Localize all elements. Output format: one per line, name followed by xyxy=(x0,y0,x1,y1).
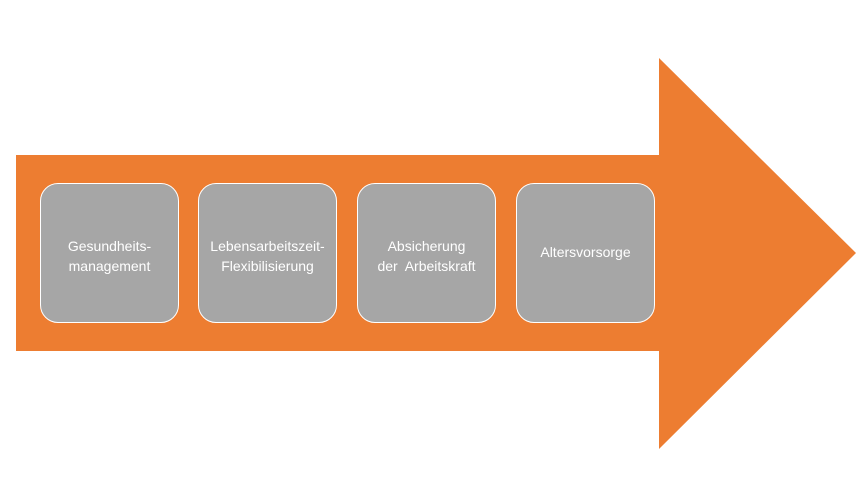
step-box-lebensarbeitszeit: Lebensarbeitszeit- Flexibilisierung xyxy=(198,183,337,323)
step-label-line: Flexibilisierung xyxy=(221,258,314,274)
step-label-line: Gesundheits- xyxy=(67,238,152,254)
step-label-line: management xyxy=(68,258,151,274)
step-box-absicherung: Absicherung der Arbeitskraft xyxy=(357,183,496,323)
step-label-line: Lebensarbeitszeit- xyxy=(210,238,325,254)
step-label-line: der Arbeitskraft xyxy=(377,258,476,274)
step-box-gesundheitsmanagement: Gesundheits- management xyxy=(40,183,179,323)
step-label-line: Absicherung xyxy=(387,238,466,254)
step-label-line: Altersvorsorge xyxy=(540,244,631,260)
step-box-altersvorsorge: Altersvorsorge xyxy=(516,183,655,323)
